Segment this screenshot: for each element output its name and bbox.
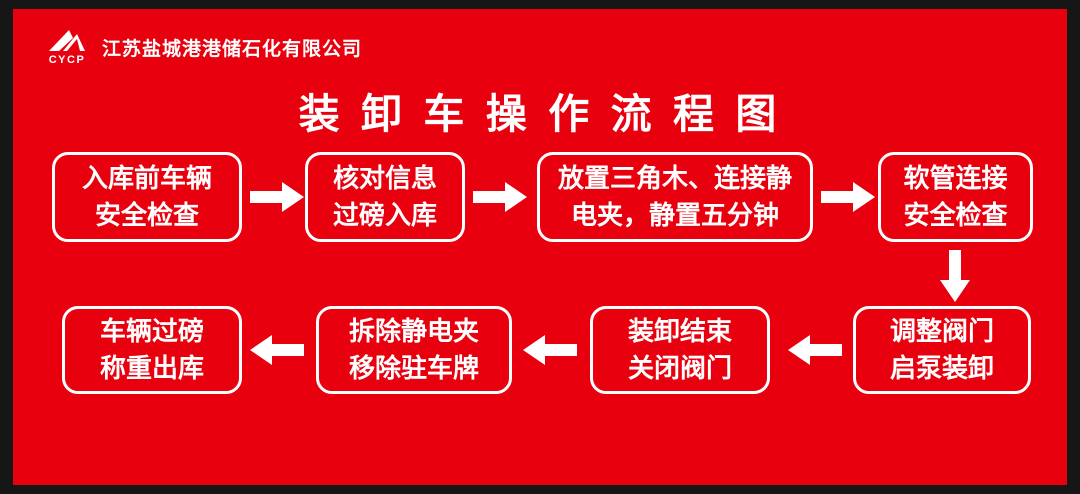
flow-step-4-line1: 软管连接 <box>903 163 1008 194</box>
company-logo-icon <box>49 30 85 51</box>
arrow-right-icon <box>250 180 304 214</box>
company-name: 江苏盐城港港储石化有限公司 <box>102 38 363 60</box>
flow-step-7-line1: 拆除静电夹 <box>348 316 479 347</box>
flow-step-7-line2: 移除驻车牌 <box>348 353 479 383</box>
flow-step-5: 调整阀门 启泵装卸 <box>853 306 1031 394</box>
company-logo: CYCP <box>44 28 90 66</box>
page-title: 装 卸 车 操 作 流 程 图 <box>298 91 782 137</box>
flow-step-6-line1: 装卸结束 <box>627 316 732 347</box>
header: CYCP 江苏盐城港港储石化有限公司 <box>44 28 362 66</box>
flow-step-2: 核对信息 过磅入库 <box>305 152 465 242</box>
flow-step-7: 拆除静电夹 移除驻车牌 <box>316 306 512 394</box>
arrow-left-icon <box>788 333 842 367</box>
flow-step-2-line1: 核对信息 <box>332 163 437 194</box>
flow-step-8: 车辆过磅 称重出库 <box>62 306 242 394</box>
arrow-right-icon <box>473 180 527 214</box>
flow-step-6: 装卸结束 关闭阀门 <box>590 306 770 394</box>
flow-step-3: 放置三角木、连接静 电夹，静置五分钟 <box>537 152 813 242</box>
flow-step-5-line1: 调整阀门 <box>889 316 994 347</box>
arrow-right-icon <box>821 180 875 214</box>
flow-step-8-line1: 车辆过磅 <box>99 316 204 347</box>
arrow-down-icon <box>938 250 972 302</box>
flow-step-1-line2: 安全检查 <box>94 200 199 230</box>
arrow-left-icon <box>523 333 577 367</box>
flow-step-1-line1: 入库前车辆 <box>81 163 212 194</box>
flow-step-3-line1: 放置三角木、连接静 <box>557 163 792 194</box>
flow-step-5-line2: 启泵装卸 <box>889 353 994 383</box>
logo-text: CYCP <box>48 54 86 66</box>
flow-step-3-line2: 电夹，静置五分钟 <box>570 200 779 230</box>
flow-step-8-line2: 称重出库 <box>99 353 204 383</box>
flow-step-6-line2: 关闭阀门 <box>627 353 732 383</box>
red-background-panel <box>13 9 1067 485</box>
flow-step-2-line2: 过磅入库 <box>332 200 437 230</box>
flow-step-4: 软管连接 安全检查 <box>878 152 1033 242</box>
flow-step-4-line2: 安全检查 <box>903 200 1008 230</box>
flow-step-1: 入库前车辆 安全检查 <box>52 152 242 242</box>
arrow-left-icon <box>250 333 304 367</box>
